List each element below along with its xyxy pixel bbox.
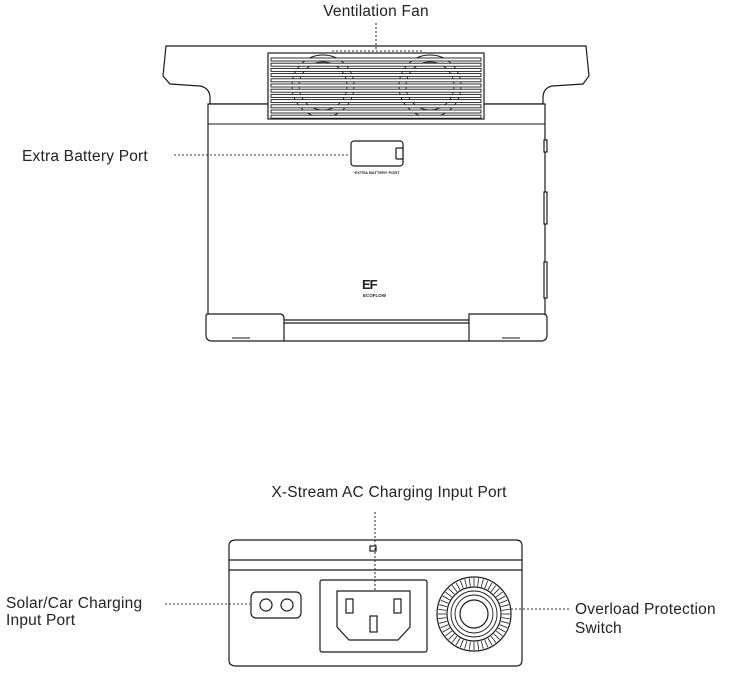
knurl-ridge bbox=[484, 639, 489, 648]
knurl-ridge bbox=[500, 604, 509, 608]
knurl-ridge bbox=[440, 624, 449, 629]
solar-car-pin-right bbox=[280, 598, 294, 612]
input-panel-view bbox=[228, 539, 523, 667]
knurl-ridge bbox=[445, 630, 453, 637]
overload-switch-outer bbox=[436, 576, 512, 652]
overload-switch-ring bbox=[446, 586, 502, 642]
callout-overload: Overload Protection Switch bbox=[511, 601, 716, 637]
knurl-ridge bbox=[500, 620, 509, 624]
ecoflow-logo: EF ECOFLOW bbox=[362, 277, 387, 298]
knurl-ridge bbox=[439, 620, 448, 624]
side-notch-1 bbox=[543, 139, 548, 153]
knurl-ridge bbox=[487, 582, 493, 590]
side-notch-2 bbox=[543, 191, 548, 225]
grille-slat bbox=[270, 114, 482, 119]
knurl-ridge bbox=[493, 633, 500, 640]
knurl-ridge bbox=[490, 585, 497, 593]
grille-slats bbox=[270, 57, 482, 119]
knurl-ridge bbox=[464, 579, 468, 588]
knurl-ridge bbox=[501, 608, 510, 611]
overload-switch-knurl bbox=[438, 578, 510, 650]
knurl-ridge bbox=[448, 633, 455, 640]
extra-battery-port-latch bbox=[395, 147, 404, 160]
solar-car-pin-left bbox=[259, 598, 273, 612]
knurl-ridge bbox=[440, 599, 449, 604]
knurl-ridge bbox=[498, 627, 506, 633]
callout-ventilation-fan: Ventilation Fan bbox=[323, 3, 429, 52]
extra-battery-port-cover bbox=[350, 140, 404, 167]
knurl-ridge bbox=[480, 640, 484, 649]
solar-car-label-line1: Solar/Car Charging bbox=[6, 595, 142, 612]
knurl-ridge bbox=[495, 591, 503, 598]
grille-slat bbox=[270, 93, 482, 98]
knurl-ridge bbox=[455, 638, 461, 646]
grille-slat bbox=[270, 62, 482, 67]
grille-slat bbox=[270, 109, 482, 114]
knurl-ridge bbox=[451, 585, 458, 593]
overload-switch bbox=[436, 576, 512, 652]
knurl-ridge bbox=[455, 582, 461, 590]
knurl-ridge bbox=[468, 578, 471, 587]
knurl-ridge bbox=[468, 641, 471, 650]
knurl-ridge bbox=[487, 638, 493, 646]
knurl-ridge bbox=[493, 588, 500, 595]
knurl-ridge bbox=[477, 641, 480, 650]
callout-xstream-ac: X-Stream AC Charging Input Port bbox=[271, 484, 507, 590]
grille-slat bbox=[270, 57, 482, 62]
knurl-ridge bbox=[448, 588, 455, 595]
knurl-ridge bbox=[459, 580, 464, 589]
extra-battery-port-label: Extra Battery Port bbox=[22, 148, 148, 165]
grille-slat bbox=[270, 73, 482, 78]
knurl-ridge bbox=[484, 580, 489, 589]
brand-word: ECOFLOW bbox=[363, 293, 387, 298]
side-notch-3 bbox=[543, 261, 548, 299]
knurl-ridge bbox=[499, 599, 508, 604]
xstream-ac-label: X-Stream AC Charging Input Port bbox=[271, 484, 507, 501]
knurl-ridge bbox=[438, 608, 447, 611]
knurl-ridge bbox=[477, 578, 480, 587]
overload-switch-button bbox=[459, 599, 489, 629]
ac-pin-right bbox=[393, 598, 402, 614]
left-foot bbox=[205, 313, 285, 342]
knurl-ridge bbox=[442, 627, 450, 633]
knurl-ridge bbox=[451, 635, 458, 643]
knurl-ridge bbox=[438, 617, 447, 620]
grille-slat bbox=[270, 99, 482, 104]
ac-pin-ground bbox=[369, 615, 378, 633]
grille-slat bbox=[270, 104, 482, 109]
overload-label-line1: Overload Protection bbox=[575, 601, 716, 618]
overload-label-line2: Switch bbox=[575, 620, 622, 637]
knurl-ridge bbox=[501, 617, 510, 620]
ventilation-fan-grille bbox=[267, 52, 485, 120]
solar-car-input-port bbox=[250, 591, 302, 619]
brand-mark: EF bbox=[362, 277, 378, 292]
overload-switch-ring-3 bbox=[454, 594, 494, 634]
knurl-ridge bbox=[459, 639, 464, 648]
knurl-ridge bbox=[439, 604, 448, 608]
knurl-ridge bbox=[480, 579, 484, 588]
ventilation-fan-label: Ventilation Fan bbox=[323, 3, 429, 20]
ac-pin-left bbox=[345, 598, 354, 614]
grille-slat bbox=[270, 88, 482, 93]
grille-slat bbox=[270, 83, 482, 88]
knurl-ridge bbox=[495, 630, 503, 637]
callout-solar-car: Solar/Car Charging Input Port bbox=[6, 595, 250, 629]
knurl-ridge bbox=[498, 595, 506, 601]
grille-slat bbox=[270, 67, 482, 72]
right-foot bbox=[468, 313, 548, 342]
knurl-ridge bbox=[490, 635, 497, 643]
callout-extra-battery-port: Extra Battery Port bbox=[22, 148, 350, 165]
grille-slat bbox=[270, 78, 482, 83]
power-station-front-view: EXTRA BATTERY PORT EF ECOFLOW bbox=[162, 45, 590, 342]
solar-car-label-line2: Input Port bbox=[6, 612, 76, 629]
knurl-ridge bbox=[499, 624, 508, 629]
knurl-ridge bbox=[445, 591, 453, 598]
overload-switch-ring-2 bbox=[450, 590, 498, 638]
knurl-ridge bbox=[442, 595, 450, 601]
ac-indicator-light bbox=[369, 545, 377, 552]
extra-battery-port-tag: EXTRA BATTERY PORT bbox=[354, 170, 400, 175]
knurl-ridge bbox=[464, 640, 468, 649]
